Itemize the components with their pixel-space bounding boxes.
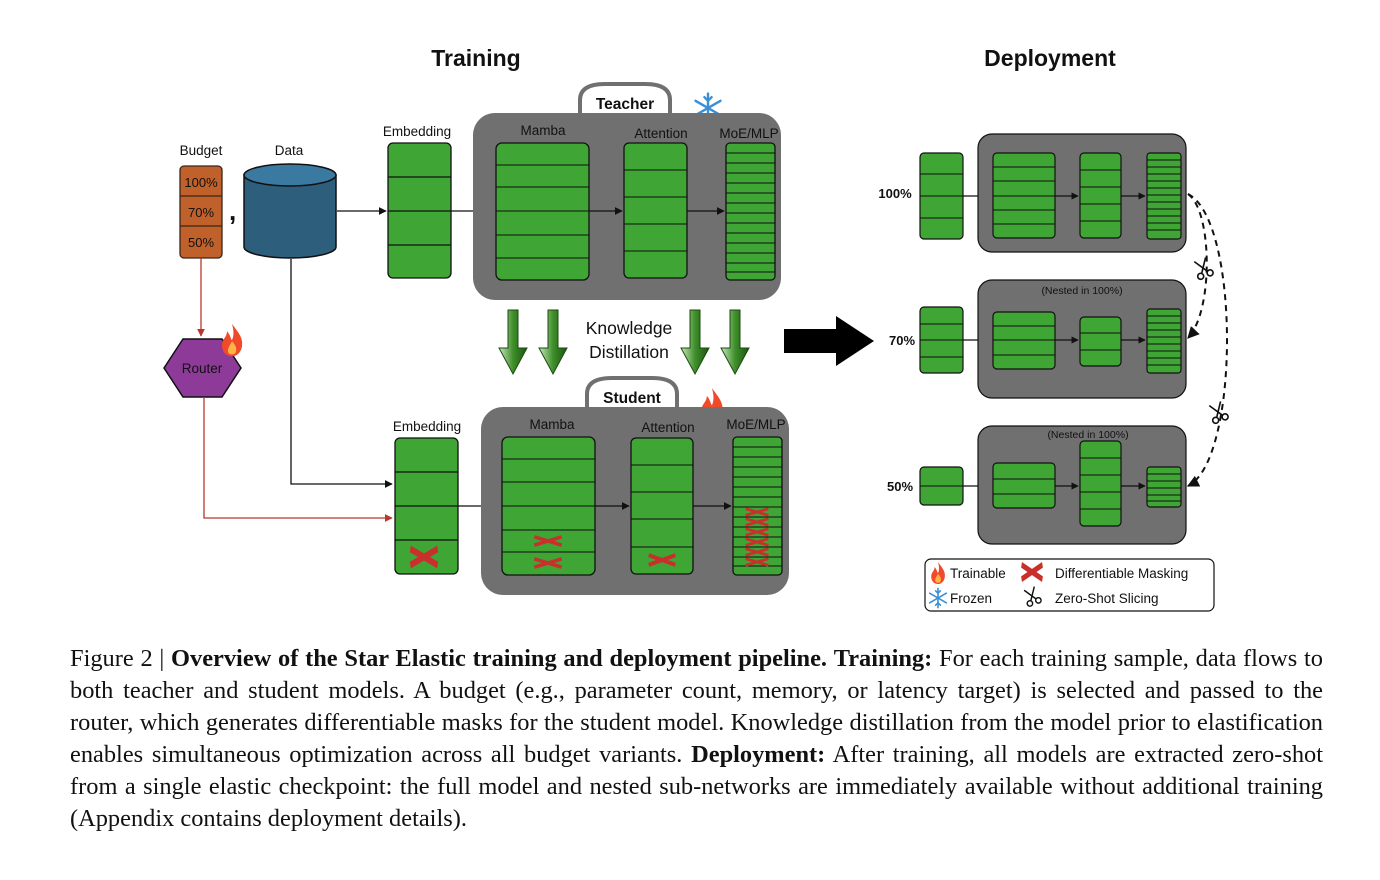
scissors-icon-1 [1191,256,1215,281]
teacher-label: Teacher [596,96,654,113]
deploy-nested-note-50: (Nested in 100%) [1047,429,1128,441]
deployment-title: Deployment [984,45,1116,71]
comma: , [229,196,236,226]
scissors-icon-2 [1206,400,1230,425]
deploy-budget-70: 70% [889,333,915,348]
teacher-attention-block [623,142,688,279]
student-moe-label: MoE/MLP [726,417,785,432]
slice-arrow-100-to-70 [1187,193,1208,339]
teacher-embedding-label: Embedding [383,124,451,139]
student-attention-label: Attention [641,420,694,435]
teacher-handle [578,82,672,113]
teacher-embedding-block [387,142,452,279]
router-trainable-flame-icon [222,323,243,357]
budget-50: 50% [188,235,214,250]
student-mamba-label: Mamba [529,417,575,432]
deploy-row-70: 70% (Nested in 100%) [889,279,1187,399]
student-label: Student [603,390,661,407]
deploy-row-50: 50% (Nested in 100%) [887,425,1187,545]
kd-label-line1: Knowledge [586,318,673,338]
legend-slicing: Zero-Shot Slicing [1055,591,1159,606]
figure-caption: Figure 2 | Overview of the Star Elastic … [70,643,1323,835]
caption-training-head: Training: [833,645,933,672]
legend-trainable: Trainable [950,566,1006,581]
student-mamba-block [501,436,596,576]
training-title: Training [431,45,520,71]
kd-arrows [498,309,750,376]
slice-arrow-100-to-50 [1186,193,1228,487]
kd-label-line2: Distillation [589,342,669,362]
router: Router [163,338,242,398]
deploy-budget-100: 100% [878,186,912,201]
data-to-student-arrow [290,259,393,488]
data-label: Data [275,143,304,158]
pipeline-figure: Training Budget 100% 70% 50% , Data Rout… [163,45,1230,612]
training-to-deployment-arrow [784,316,874,366]
budget-stack: 100% 70% 50% [179,165,223,259]
legend-frozen: Frozen [950,591,992,606]
caption-deployment-head: Deployment: [691,741,826,768]
deploy-row-100: 100% [878,133,1187,253]
router-to-student-arrow [203,397,393,522]
student-embedding-block [394,437,459,575]
teacher-mamba-label: Mamba [520,123,566,138]
teacher-attention-label: Attention [634,126,687,141]
caption-title: Overview of the Star Elastic training an… [171,645,827,672]
caption-prefix: Figure 2 | [70,645,172,672]
teacher-moe-label: MoE/MLP [719,126,778,141]
budget-70: 70% [188,205,214,220]
legend: Trainable Differentiable Masking Frozen … [924,558,1215,612]
deploy-nested-note-70: (Nested in 100%) [1041,285,1122,297]
student-attention-block [630,437,694,575]
budget-100: 100% [184,175,218,190]
deploy-budget-50: 50% [887,479,913,494]
student-moe-block [732,436,783,576]
caption-deployment-text: After training, all models are extracted… [70,741,1323,832]
teacher-mamba-block [495,142,590,281]
student-handle [585,376,679,407]
legend-masking: Differentiable Masking [1055,566,1188,581]
budget-label: Budget [180,143,223,158]
router-label: Router [182,361,223,376]
student-embedding-label: Embedding [393,419,461,434]
data-cylinder [243,163,337,259]
teacher-moe-block [725,142,776,281]
caption-training-text: For each training sample, data flows to … [70,645,1323,768]
